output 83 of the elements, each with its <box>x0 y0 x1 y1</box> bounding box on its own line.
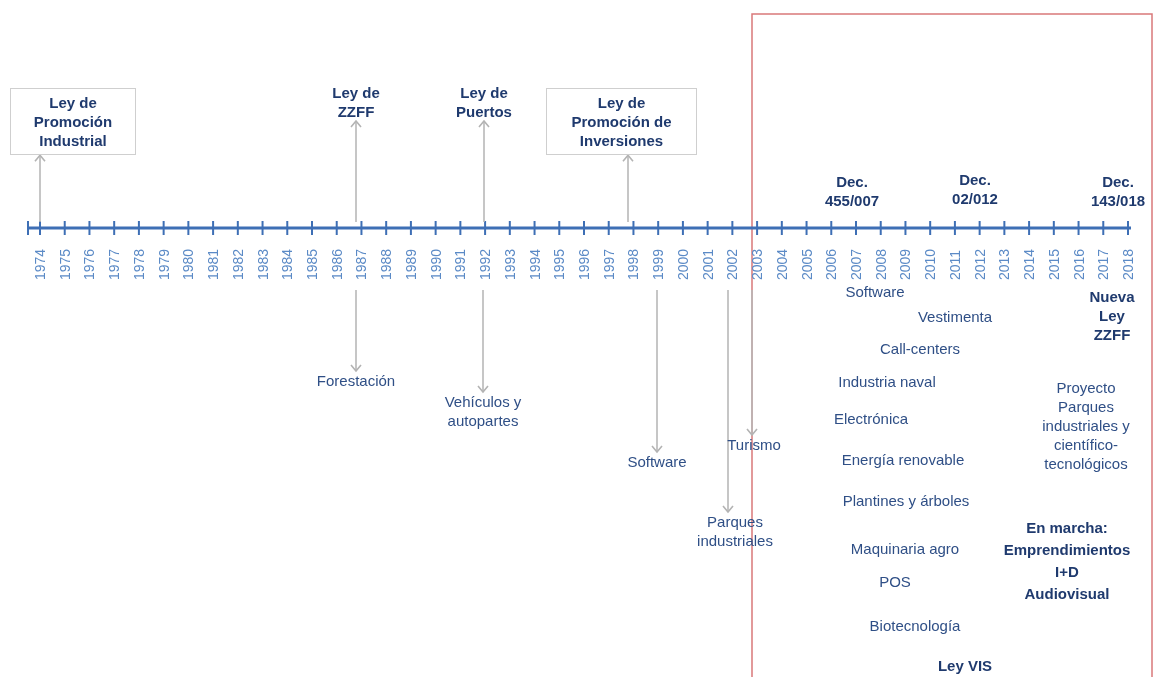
year-label: 1994 <box>527 248 542 280</box>
year-label: 1995 <box>552 248 567 280</box>
law-box: Ley de Promoción Industrial <box>10 88 136 156</box>
year-label: 1984 <box>280 248 295 280</box>
law-label: Ley VIS <box>936 656 994 676</box>
year-label: 1981 <box>206 248 221 280</box>
sector-label: Software <box>844 282 906 302</box>
year-label: 2013 <box>997 248 1012 280</box>
year-label: 1999 <box>651 248 666 280</box>
item-label: I+D <box>1054 562 1080 582</box>
year-label: 1977 <box>107 248 122 280</box>
project-label: Proyecto Parques industriales y científico-tecnológicos <box>1041 378 1131 474</box>
year-label: 2010 <box>923 248 938 280</box>
heading-label: En marcha: <box>1025 518 1109 538</box>
year-label: 1983 <box>255 248 270 280</box>
year-label: 2015 <box>1046 248 1061 280</box>
arrow <box>622 154 634 223</box>
year-label: 1982 <box>230 248 245 280</box>
sector-label: Industria naval <box>837 372 937 392</box>
sector-label: Vestimenta <box>916 307 994 327</box>
arrow <box>651 289 663 453</box>
sector-label: Software <box>612 452 702 472</box>
year-label: 2009 <box>898 248 913 280</box>
year-label: 1993 <box>502 248 517 280</box>
year-label: 2006 <box>824 248 839 280</box>
arrow <box>477 289 489 393</box>
year-label: 2003 <box>750 248 765 280</box>
year-label: 2004 <box>774 248 789 280</box>
year-label: 2002 <box>725 248 740 280</box>
year-label: 1976 <box>82 248 97 280</box>
sector-label: Maquinaria agro <box>849 539 961 559</box>
law-box: Ley de Promoción de Inversiones <box>546 88 697 156</box>
year-label: 1975 <box>57 248 72 280</box>
year-label: 1985 <box>305 248 319 280</box>
arrow <box>350 120 362 223</box>
year-label: 1978 <box>131 248 146 280</box>
year-label: 2011 <box>947 249 962 280</box>
year-label: 2012 <box>972 248 987 280</box>
arrow <box>34 154 46 223</box>
sector-label: Vehículos y autopartes <box>428 392 538 431</box>
year-label: 2018 <box>1121 248 1135 280</box>
sector-label: Electrónica <box>832 409 910 429</box>
year-label: 1980 <box>181 248 196 280</box>
sector-label: Call-centers <box>879 339 961 359</box>
year-label: 1997 <box>601 248 616 280</box>
year-label: 1989 <box>403 248 418 280</box>
sector-label: Forestación <box>296 371 416 391</box>
item-label: Audiovisual <box>1023 584 1111 604</box>
arrow <box>350 289 362 372</box>
item-label: Emprendimientos <box>1002 540 1132 560</box>
year-label: 1974 <box>33 248 47 280</box>
year-label: 2008 <box>873 248 888 280</box>
year-label: 1996 <box>577 248 591 280</box>
sector-label: Biotecnología <box>868 616 962 636</box>
decree-label: Dec. 143/018 <box>1089 172 1147 211</box>
arrow <box>478 120 490 223</box>
law-label: Ley de ZZFF <box>316 83 396 122</box>
law-label: Ley de Puertos <box>444 83 524 122</box>
year-label: 1987 <box>354 248 369 280</box>
sector-label: Turismo <box>714 435 794 455</box>
decree-label: Dec. 02/012 <box>951 170 999 209</box>
year-label: 2001 <box>700 248 715 280</box>
sector-label: POS <box>878 572 912 592</box>
year-label: 2005 <box>799 248 814 280</box>
arrow <box>746 289 758 436</box>
year-label: 2016 <box>1071 248 1086 280</box>
arrow <box>722 289 734 513</box>
year-label: 2017 <box>1096 248 1111 280</box>
year-label: 1986 <box>329 248 344 280</box>
year-label: 2014 <box>1022 248 1037 280</box>
year-label: 2000 <box>675 248 690 280</box>
year-label: 1990 <box>428 248 443 280</box>
sector-label: Parques industriales <box>689 512 781 551</box>
year-label: 1992 <box>478 248 493 280</box>
decree-label: Dec. 455/007 <box>823 172 881 211</box>
year-label: 1979 <box>156 248 171 280</box>
sector-label: Energía renovable <box>840 450 966 470</box>
year-label: 1988 <box>379 248 394 280</box>
year-label: 1998 <box>626 248 641 280</box>
year-label: 1991 <box>453 248 468 280</box>
law-label: Nueva Ley ZZFF <box>1088 287 1136 345</box>
sector-label: Plantines y árboles <box>841 491 971 511</box>
year-label: 2007 <box>849 248 863 280</box>
